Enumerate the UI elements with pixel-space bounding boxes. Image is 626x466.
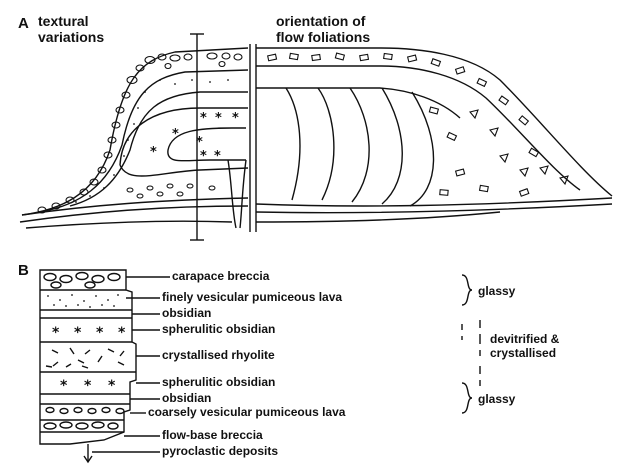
right-title-line-2: flow foliations	[276, 29, 370, 45]
layer-label: obsidian	[162, 392, 211, 404]
zone-label-glassy-lower: glassy	[478, 392, 515, 406]
layer-label: finely vesicular pumiceous lava	[162, 291, 342, 303]
feeder-vent	[228, 160, 246, 228]
svg-text:*: *	[150, 145, 157, 160]
svg-text:*: *	[200, 111, 207, 126]
panel-a-letter: A	[18, 16, 29, 31]
layer-label: pyroclastic deposits	[162, 445, 278, 457]
right-title-line-1: orientation of	[276, 13, 370, 29]
zone-label-devitrified: devitrified & crystallised	[490, 332, 559, 360]
svg-text:*: *	[215, 111, 222, 126]
svg-text:*: *	[52, 325, 60, 341]
layer-label: spherulitic obsidian	[162, 376, 275, 388]
svg-text:*: *	[172, 127, 179, 142]
fine-vesicle-stipple	[47, 294, 119, 308]
zone-line-2: crystallised	[490, 346, 559, 360]
left-title-line-1: textural	[38, 13, 104, 29]
pumice-boundary-left	[70, 92, 248, 206]
svg-text:*: *	[60, 378, 68, 394]
layer-label: crystallised rhyolite	[162, 349, 275, 361]
flow-outline-right	[256, 48, 612, 196]
zone-label-glassy-upper: glassy	[478, 284, 515, 298]
base-strata-left	[20, 198, 248, 228]
layer-label: coarsely vesicular pumiceous lava	[148, 406, 345, 418]
svg-text:*: *	[74, 325, 82, 341]
spherulite-marks-b: * * * * * * *	[52, 325, 126, 394]
foliation-section	[250, 44, 612, 232]
svg-text:*: *	[232, 111, 239, 126]
zone-line-1: devitrified &	[490, 332, 559, 346]
carapace-breccia-clasts	[38, 53, 242, 213]
layer-label: flow-base breccia	[162, 429, 263, 441]
crystallised-core	[168, 128, 246, 161]
svg-text:*: *	[96, 325, 104, 341]
flow-foliations-title: orientation of flow foliations	[276, 13, 370, 45]
carapace-clasts-right	[268, 53, 568, 196]
basal-pumice-ovals	[127, 184, 215, 198]
svg-text:*: *	[200, 149, 207, 164]
svg-text:*: *	[196, 135, 203, 150]
spherulite-marks-a: *** ** ***	[150, 111, 239, 164]
layer-label: spherulitic obsidian	[162, 323, 275, 335]
left-title-line-2: variations	[38, 29, 104, 45]
svg-text:*: *	[118, 325, 126, 341]
svg-text:*: *	[84, 378, 92, 394]
layer-label: obsidian	[162, 307, 211, 319]
column-outline	[40, 270, 136, 444]
svg-text:*: *	[108, 378, 116, 394]
panel-b-letter: B	[18, 263, 29, 278]
textural-variations-title: textural variations	[38, 13, 104, 45]
layer-label: carapace breccia	[172, 270, 269, 282]
svg-text:*: *	[214, 149, 221, 164]
